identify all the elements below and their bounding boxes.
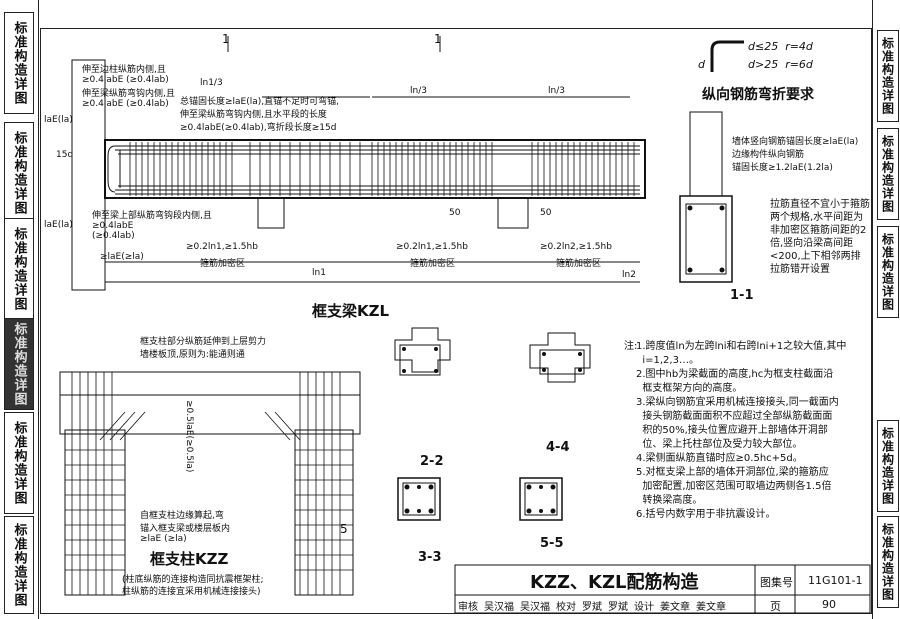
column-top-note: 框支柱部分纵筋延伸到上层剪力 墙楼板顶,原则为:能通则通: [140, 337, 267, 360]
zone-label-2: 箍筋加密区: [410, 259, 456, 269]
beam-label-50a: 50: [449, 208, 461, 218]
note-line: 积的50%,接头位置应避开上部墙体开洞部: [636, 425, 828, 436]
bend-title: 纵向钢筋弯折要求: [702, 87, 814, 103]
right-tab-label: 标准构造详图: [880, 523, 895, 601]
zone-label-1: 箍筋加密区: [200, 259, 246, 269]
left-tab-1[interactable]: 标准构造详图: [4, 12, 34, 114]
page-label: 页: [770, 600, 781, 613]
beam-label-laE: ≥laE(≥la): [100, 252, 144, 262]
note-line: i=1,2,3…。: [636, 355, 699, 366]
bend-rule-1: d≤25 r=4d: [748, 40, 813, 53]
left-tab-5[interactable]: 标准构造详图: [4, 412, 34, 514]
sign-cell: 校对: [556, 602, 576, 613]
right-tab-label: 标准构造详图: [880, 233, 895, 311]
sign-cell: 罗斌: [582, 602, 602, 613]
note-line: 4.梁侧面纵筋直锚时应≥0.5hc+5d。: [636, 453, 803, 464]
right-tab-1[interactable]: 标准构造详图: [877, 30, 899, 122]
column-mid-note: 自框支柱边缘算起,弯 锚入框支梁或楼层板内 ≥laE (≥la): [140, 511, 231, 544]
notes-title: 注:: [624, 341, 638, 352]
right-tab-4[interactable]: 标准构造详图: [877, 420, 899, 512]
sign-cell: 姜文章: [696, 602, 726, 613]
left-tab-3[interactable]: 标准构造详图: [4, 218, 34, 320]
beam-label-50b: 50: [540, 208, 552, 218]
signature-row: 审核 吴汉福 吴汉福 校对 罗斌 罗斌 设计 姜文章 姜文章: [458, 598, 752, 613]
beam-label-z1: ≥0.2ln1,≥1.5hb: [186, 242, 258, 252]
left-tab-label: 标准构造详图: [11, 421, 27, 505]
section-label-44: 4-4: [546, 440, 570, 455]
drawing-title: KZZ、KZL配筋构造: [530, 572, 699, 593]
beam-label-15d: 15d: [56, 150, 74, 160]
beam-label-t2: 伸至梁纵筋弯钩内侧,且 ≥0.4labE (≥0.4lab): [82, 89, 175, 109]
section-mark-1b: 1: [434, 32, 442, 46]
dim-ln2: ln2: [622, 270, 636, 280]
bend-d-label: d: [698, 58, 705, 71]
beam-label-z2: ≥0.2ln1,≥1.5hb: [396, 242, 468, 252]
note-line: 框支框架方向的高度。: [636, 383, 743, 394]
section-11-label: 1-1: [730, 288, 754, 303]
section-label-33: 3-3: [418, 550, 442, 565]
atlas-label: 图集号: [760, 576, 793, 589]
beam-label-hb: laE(la): [44, 115, 73, 125]
right-tab-2[interactable]: 标准构造详图: [877, 128, 899, 220]
note-line: 转换梁高度。: [636, 495, 703, 506]
sign-cell: 罗斌: [608, 602, 628, 613]
left-tab-strip: 标准构造详图 标准构造详图 标准构造详图 标准构造详图 标准构造详图 标准构造详…: [0, 0, 39, 619]
left-tab-label: 标准构造详图: [11, 523, 27, 607]
column-sub-1: (柱底纵筋的连接构造同抗震框架柱;: [122, 575, 264, 585]
note-line: 2.图中hb为梁截面的高度,hc为框支柱截面沿: [636, 369, 834, 380]
dim-ln-third-2: ln/3: [548, 86, 565, 96]
left-tab-label: 标准构造详图: [11, 21, 27, 105]
right-tab-3[interactable]: 标准构造详图: [877, 226, 899, 318]
note-line: 3.梁纵向钢筋宜采用机械连接接头,同一截面内: [636, 397, 839, 408]
beam-label-t3: 总锚固长度≥laE(la),直锚不足时可弯锚, 伸至梁纵筋弯钩内侧,且水平段的长…: [180, 97, 340, 133]
left-tab-label: 标准构造详图: [11, 227, 27, 311]
notes-list: 1.跨度值ln为左跨lni和右跨lni+1之较大值,其中 i=1,2,3…。 2…: [636, 340, 866, 522]
dim-ln-third-1: ln/3: [410, 86, 427, 96]
zone-label-3: 箍筋加密区: [556, 259, 602, 269]
section-label-55: 5-5: [540, 536, 564, 551]
beam-label-t4: 伸至梁上部纵筋弯钩段内侧,且 ≥0.4labE (≥0.4lab): [92, 211, 212, 241]
beam-label-t1: 伸至边柱纵筋内侧,且 ≥0.4labE (≥0.4lab): [82, 65, 169, 85]
note-line: 6.括号内数字用于非抗震设计。: [636, 509, 776, 520]
sign-cell: 吴汉福: [520, 602, 550, 613]
wall-note: 墙体竖向钢筋锚固长度≥laE(la) 边缘构件纵向钢筋 锚固长度≥1.2laE(…: [732, 137, 859, 173]
section-mark-1a: 1: [222, 32, 230, 46]
atlas-number: 11G101-1: [808, 574, 863, 587]
section-11-note: 拉筋直径不宜小于箍筋 两个规格,水平间距为 非加密区箍筋间距的2 倍,竖向沿梁高…: [770, 199, 870, 275]
left-tab-6[interactable]: 标准构造详图: [4, 516, 34, 614]
note-line: 1.跨度值ln为左跨lni和右跨lni+1之较大值,其中: [636, 341, 847, 352]
dim-ln1: ln1: [312, 268, 326, 278]
note-line: 加密配置,加密区范围可取墙边两侧各1.5倍: [636, 481, 832, 492]
sign-cell: 审核: [458, 602, 478, 613]
note-line: 位、梁上托柱部位及受力较大部位。: [636, 439, 803, 450]
right-tab-strip: 标准构造详图 标准构造详图 标准构造详图 标准构造详图 标准构造详图: [872, 0, 900, 619]
beam-label-hb-2: laE(la): [44, 220, 73, 230]
right-tab-label: 标准构造详图: [880, 135, 895, 213]
dim-ln1-third: ln1/3: [200, 78, 223, 88]
left-tab-label: 标准构造详图: [11, 131, 27, 215]
section-label-22: 2-2: [420, 454, 444, 469]
left-tab-label: 标准构造详图: [11, 322, 27, 406]
right-tab-5[interactable]: 标准构造详图: [877, 516, 899, 608]
beam-title: 框支梁KZL: [312, 302, 390, 320]
column-title: 框支柱KZZ: [150, 550, 229, 568]
sign-cell: 设计: [634, 602, 654, 613]
column-mark-5: 5: [340, 522, 348, 536]
column-sub-2: 柱纵筋的连接宜采用机械连接接头): [122, 587, 261, 597]
page-number: 90: [822, 598, 836, 611]
note-line: 接头钢筋截面面积不应超过全部纵筋截面面: [636, 411, 833, 422]
left-tab-4-active[interactable]: 标准构造详图: [4, 318, 34, 410]
column-dim: ≥0.5laE(≥0.5la): [184, 400, 194, 473]
beam-label-z3: ≥0.2ln2,≥1.5hb: [540, 242, 612, 252]
right-tab-label: 标准构造详图: [880, 427, 895, 505]
sign-cell: 吴汉福: [484, 602, 514, 613]
right-tab-label: 标准构造详图: [880, 37, 895, 115]
note-line: 5.对框支梁上部的墙体开洞部位,梁的箍筋应: [636, 467, 829, 478]
sign-cell: 姜文章: [660, 602, 690, 613]
bend-rule-2: d>25 r=6d: [748, 58, 813, 71]
